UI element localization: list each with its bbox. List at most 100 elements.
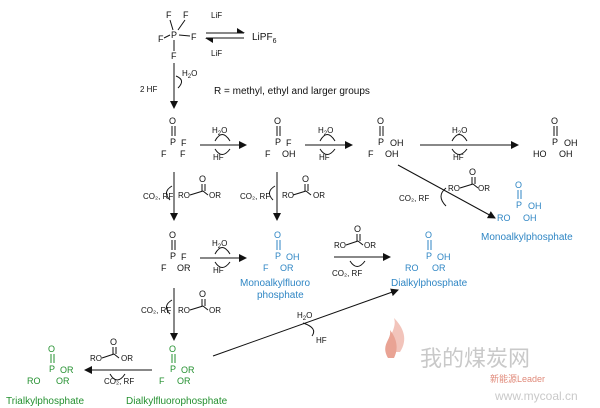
h2o-label: H2O [452, 126, 467, 137]
bond [189, 190, 204, 196]
hydrolysis-to-dialkylphosphate: H2O HF [212, 288, 399, 357]
atom-f: F [181, 138, 187, 148]
co2-rf-label: CO₂, RF [141, 306, 171, 315]
dialkylphosphate-label: Dialkylphosphate [391, 278, 468, 289]
atom-or: OR [181, 365, 195, 375]
trialkylphosphate-label: Trialkylphosphate [6, 396, 84, 407]
h2o-label: H2O [318, 126, 333, 137]
atom-o: O [48, 344, 55, 354]
carbonate-o: O [110, 337, 117, 347]
bond [345, 240, 359, 246]
curly-arrow [451, 148, 468, 155]
dialkylfluorophosphate-molecule: O P F OR OR Dialkylfluorophosphate [126, 344, 228, 407]
r-group-note: R = methyl, ethyl and larger groups [214, 86, 370, 97]
atom-f: F [368, 149, 374, 159]
atom-ro: RO [27, 376, 41, 386]
bond [472, 183, 479, 189]
atom-ro: RO [497, 213, 511, 223]
watermark-site-url: www.mycoal.cn [494, 389, 578, 403]
carbonate-o: O [199, 289, 206, 299]
atom-o: O [274, 230, 281, 240]
pf5-f-top-left: F [166, 10, 172, 20]
hydrolysis-step-4: H2O HF [420, 126, 519, 162]
curly-arrow [451, 134, 468, 142]
monoalkylfluoro-label-line2: phosphate [257, 290, 304, 301]
alkylation-to-dialkylphosphate: O RO OR CO₂, RF [332, 224, 391, 278]
atom-p: P [378, 137, 384, 147]
atom-or: OR [177, 263, 191, 273]
atom-o: O [551, 116, 558, 126]
atom-f: F [265, 149, 271, 159]
atom-oh: OH [385, 149, 399, 159]
bond [305, 190, 312, 196]
hf-label: HF [453, 153, 464, 162]
carbonate-o: O [469, 167, 476, 177]
carbonate-ro: RO [334, 241, 346, 250]
co2-rf-label: CO₂, RF [143, 192, 173, 201]
carbonate-ro: RO [178, 306, 190, 315]
curly-arrow [166, 299, 173, 315]
trialkylphosphate-molecule: O P RO OR OR Trialkylphosphate [6, 344, 84, 407]
alkylation-pof2oh: CO₂, RF O RO OR [240, 172, 325, 221]
curly-arrow [166, 185, 173, 201]
curly-arrow [302, 322, 315, 337]
atom-f: F [181, 252, 187, 262]
atom-ro: RO [405, 263, 419, 273]
bond [113, 353, 120, 359]
diagonal-arrow [397, 164, 496, 219]
alkylation-to-trialkylphosphate: O RO OR CO₂, RF [84, 337, 152, 386]
atom-or: OR [56, 376, 70, 386]
hydrolysis-step-3: H2O HF [305, 126, 353, 162]
monofluorophosphoric-acid: O P F OH OH [368, 116, 404, 159]
carbonate-or: OR [313, 191, 325, 200]
atom-p: P [49, 364, 55, 374]
dialkylphosphate-molecule: O P RO OR OH Dialkylphosphate [391, 230, 468, 289]
difluorophosphoric-acid: O P F OH F [265, 116, 296, 159]
curly-arrow [214, 261, 231, 268]
atom-o: O [169, 344, 176, 354]
bond [101, 353, 115, 359]
lif-top: LiF [211, 11, 222, 20]
pof3-molecule: O P F F F [161, 116, 187, 159]
carbonate-ro: RO [178, 191, 190, 200]
bond [189, 305, 204, 311]
curly-arrow [319, 148, 336, 155]
bond [292, 190, 307, 196]
two-hf-label: 2 HF [140, 85, 157, 94]
hydrolysis-step-2: H2O HF [200, 126, 247, 162]
bond [178, 34, 191, 37]
curly-arrow [269, 185, 276, 201]
carbonate-or: OR [478, 184, 490, 193]
atom-oh: OH [559, 149, 573, 159]
monoalkylfluorophosphate-molecule: O P F OR OH Monoalkylfluoro phosphate [240, 230, 310, 301]
atom-or: OR [60, 365, 74, 375]
atom-f: F [180, 149, 186, 159]
alkylation-pof3: CO₂, RF O RO OR [143, 172, 221, 221]
watermark-author: 新能源Leader [490, 373, 545, 384]
co2-rf-label: CO₂, RF [332, 269, 362, 278]
pf5-f-bottom: F [171, 51, 177, 61]
atom-f: F [161, 149, 167, 159]
watermark: 我的煤炭网 新能源Leader www.mycoal.cn [385, 318, 578, 403]
h2o-label: H2O [212, 126, 227, 137]
hf-label: HF [213, 266, 224, 275]
carbonate-o: O [354, 224, 361, 234]
curly-arrow [214, 247, 231, 255]
atom-f: F [263, 263, 269, 273]
bond [177, 19, 186, 31]
hf-label: HF [319, 153, 330, 162]
atom-or: OR [177, 376, 191, 386]
atom-oh: OH [282, 149, 296, 159]
pf5-f-left: F [158, 34, 164, 44]
atom-p: P [516, 200, 522, 210]
bond [169, 19, 174, 31]
alkylation-pof2or: CO₂, RF O RO OR [141, 288, 221, 341]
curly-arrow [440, 187, 447, 207]
atom-oh: OH [528, 201, 542, 211]
atom-o: O [169, 230, 176, 240]
alkylation-to-monoalkylphosphate: O RO OR CO₂, RF [397, 164, 496, 219]
pf5-f-top-right: F [183, 10, 189, 20]
curly-arrow [175, 75, 182, 89]
